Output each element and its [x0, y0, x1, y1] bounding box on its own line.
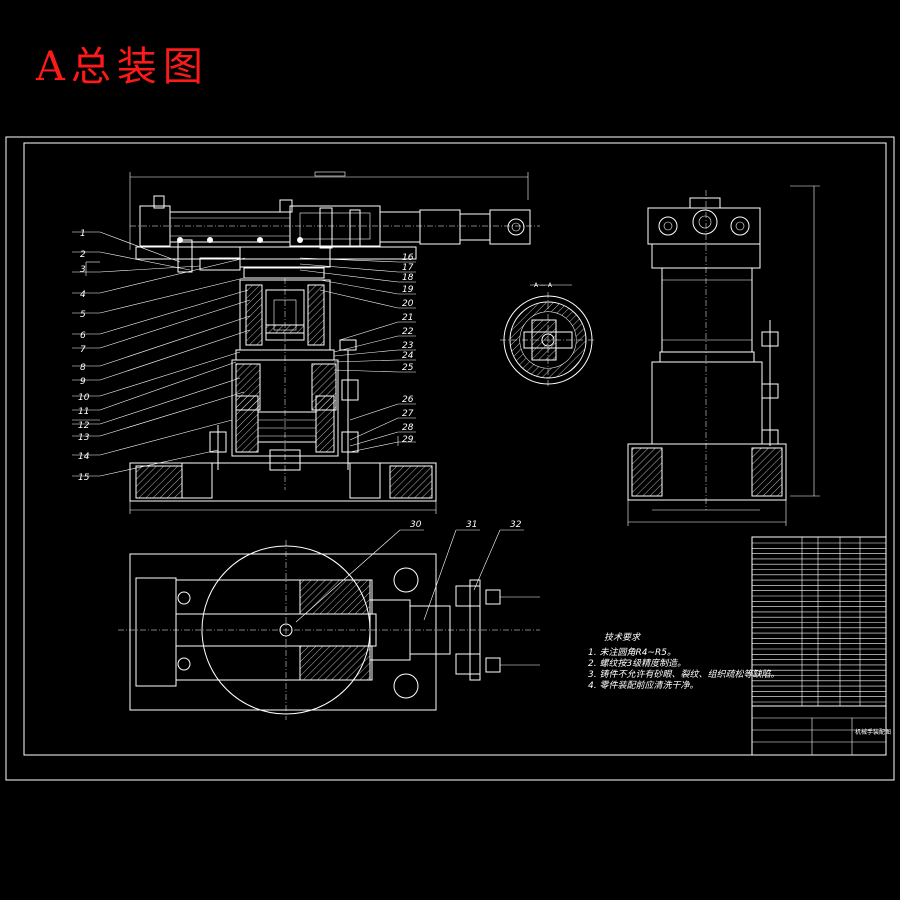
balloon-31: 31 — [466, 520, 477, 530]
balloon-12: 12 — [78, 421, 90, 431]
balloon-15: 15 — [78, 473, 90, 483]
balloon-labels-top: 30 31 32 — [410, 520, 522, 530]
balloon-13: 13 — [78, 433, 90, 443]
balloon-8: 8 — [80, 363, 86, 373]
balloon-leaders-top — [295, 529, 524, 623]
balloon-4: 4 — [80, 290, 86, 300]
balloon-2: 2 — [80, 250, 86, 260]
balloon-28: 28 — [402, 423, 414, 433]
top-view — [118, 540, 540, 720]
drawing-title: A总装图 — [36, 44, 209, 90]
balloon-9: 9 — [80, 377, 86, 387]
balloon-18: 18 — [402, 273, 414, 283]
balloon-22: 22 — [402, 327, 414, 337]
side-view — [627, 185, 820, 526]
balloon-25: 25 — [402, 363, 414, 373]
balloon-27: 27 — [402, 409, 414, 419]
balloon-3: 3 — [80, 265, 86, 275]
balloon-19: 19 — [402, 285, 414, 295]
balloon-leaders-left — [72, 231, 251, 477]
title-block: 机械手装配图 — [752, 705, 891, 755]
balloon-21: 21 — [402, 313, 413, 323]
outer-border — [5, 136, 895, 781]
balloon-17: 17 — [402, 263, 414, 273]
technical-requirements: 技术要求 1. 未注圆角R4~R5。 2. 螺纹按3级精度制造。 3. 铸件不允… — [588, 632, 779, 691]
balloon-1: 1 — [80, 229, 86, 239]
balloon-26: 26 — [402, 395, 414, 405]
balloon-labels-right: 16 17 18 19 20 21 22 23 24 25 26 27 28 2… — [402, 253, 414, 445]
tech-req-item-2: 2. 螺纹按3级精度制造。 — [588, 658, 686, 669]
balloon-10: 10 — [78, 393, 90, 403]
balloon-32: 32 — [510, 520, 522, 530]
balloon-14: 14 — [78, 452, 90, 462]
tech-req-item-4: 4. 零件装配前应清洗干净。 — [588, 680, 698, 691]
section-a-a: A — A — [500, 282, 596, 388]
parts-list — [751, 536, 887, 756]
balloon-leaders-right — [299, 257, 416, 453]
balloon-7: 7 — [80, 345, 86, 355]
tech-req-item-3: 3. 铸件不允许有砂眼、裂纹、组织疏松等缺陷。 — [588, 669, 779, 680]
section-label: A — A — [534, 282, 553, 289]
balloon-6: 6 — [80, 331, 86, 341]
title-block-name: 机械手装配图 — [855, 728, 891, 736]
inner-border — [23, 142, 887, 756]
tech-req-heading: 技术要求 — [604, 632, 641, 643]
balloon-5: 5 — [80, 310, 86, 320]
tech-req-item-1: 1. 未注圆角R4~R5。 — [588, 647, 676, 658]
balloon-labels-left: 1 2 3 4 5 6 7 8 9 10 11 12 13 14 15 — [78, 229, 90, 483]
balloon-20: 20 — [402, 299, 414, 309]
balloon-11: 11 — [78, 407, 89, 417]
balloon-16: 16 — [402, 253, 414, 263]
balloon-30: 30 — [410, 520, 422, 530]
balloon-29: 29 — [402, 435, 414, 445]
balloon-24: 24 — [402, 351, 414, 361]
balloon-23: 23 — [402, 341, 414, 351]
front-view — [129, 171, 540, 514]
